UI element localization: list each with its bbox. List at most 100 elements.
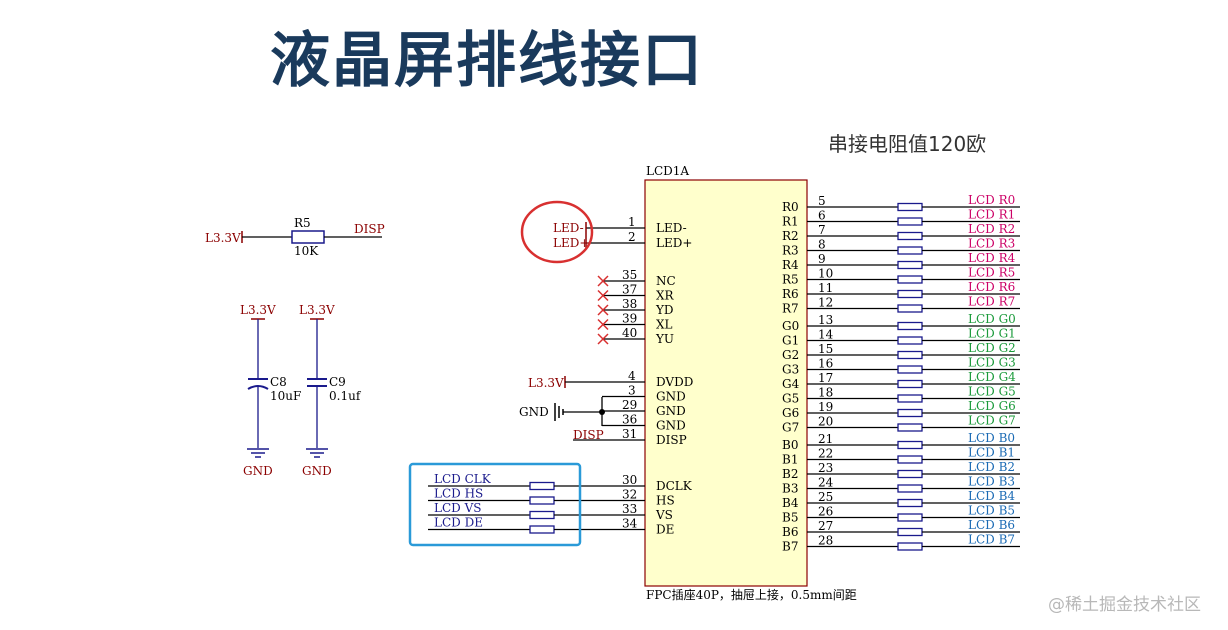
ctrl-series-resistor-vs: [529, 510, 555, 520]
rgb-series-resistor-g0: [897, 321, 923, 331]
nc-pin-number-yu: 40: [622, 326, 637, 340]
c8-ref: C8: [270, 375, 287, 389]
nc-pin-name-xr: XR: [656, 289, 675, 303]
rgb-pin-number-r6: 11: [818, 281, 833, 295]
nc-pin-name-yu: YU: [655, 332, 674, 346]
rgb-series-resistor-r7: [897, 304, 923, 313]
no-connect-mark-xr: [597, 289, 609, 302]
power-pin-number-gnd-29: 29: [622, 398, 637, 412]
rgb-net-label-r3: LCD R3: [968, 237, 1015, 251]
led-pin-name-led: LED+: [656, 236, 692, 250]
c9-gnd-label: GND: [302, 464, 332, 478]
rgb-pin-name-r7: R7: [782, 302, 799, 316]
rgb-pin-number-r0: 5: [818, 194, 826, 208]
rgb-net-label-g3: LCD G3: [968, 356, 1016, 370]
rgb-net-label-r1: LCD R1: [968, 208, 1015, 222]
no-connect-mark-xl: [597, 318, 609, 331]
resistor-note: 串接电阻值120欧: [828, 132, 987, 156]
rgb-net-label-g6: LCD G6: [968, 399, 1016, 413]
rgb-pin-name-r5: R5: [782, 273, 799, 287]
rgb-net-label-g4: LCD G4: [968, 370, 1016, 384]
no-connect-mark-nc: [597, 275, 609, 287]
rgb-net-label-r2: LCD R2: [968, 222, 1015, 236]
rgb-series-resistor-g4: [897, 379, 923, 389]
rgb-pin-number-b0: 21: [818, 432, 833, 446]
no-connect-mark-yu: [597, 333, 609, 345]
rgb-series-resistor-g2: [897, 350, 923, 360]
rgb-pin-number-b4: 25: [818, 490, 833, 504]
rgb-pin-number-g2: 15: [818, 342, 833, 356]
led-net-label-led: LED-: [553, 221, 584, 235]
rgb-series-resistor-r5: [897, 275, 923, 284]
rgb-pin-number-b7: 28: [818, 534, 833, 548]
rgb-pin-name-g0: G0: [782, 319, 799, 333]
rgb-pin-number-g0: 13: [818, 313, 833, 327]
rgb-series-resistor-b7: [897, 542, 923, 551]
rgb-pin-number-b5: 26: [818, 505, 833, 519]
rgb-pin-name-b1: B1: [782, 453, 798, 467]
nc-pin-name-nc: NC: [656, 274, 676, 288]
rgb-pin-number-b3: 24: [818, 476, 834, 490]
rgb-series-resistor-b4: [897, 498, 923, 508]
rgb-pin-name-b5: B5: [782, 511, 798, 525]
power-pin-name-gnd-3: GND: [656, 390, 686, 404]
rgb-series-resistor-g1: [897, 336, 923, 345]
nc-pin-name-xl: XL: [656, 318, 673, 332]
power-vcc-label: L3.3V: [528, 376, 564, 390]
rgb-pin-name-r2: R2: [782, 229, 799, 243]
rgb-series-resistor-r2: [897, 231, 923, 241]
r5-ref: R5: [294, 216, 311, 230]
rgb-net-label-b6: LCD B6: [968, 518, 1015, 532]
control-highlight-box: [408, 462, 582, 547]
nc-pin-number-nc: 35: [622, 268, 637, 282]
ctrl-pin-name-de: DE: [656, 523, 674, 537]
rgb-series-resistor-b6: [897, 527, 923, 537]
rgb-pin-number-r4: 9: [818, 252, 826, 266]
led-net-label-led: LED+: [553, 236, 589, 250]
rgb-series-resistor-b1: [897, 455, 923, 464]
ctrl-series-resistor-hs: [529, 496, 555, 505]
ctrl-pin-number-de: 34: [622, 517, 638, 531]
rgb-net-label-r0: LCD R0: [968, 193, 1015, 207]
rgb-net-label-b7: LCD B7: [968, 533, 1015, 547]
power-pin-number-gnd-36: 36: [622, 413, 637, 427]
rgb-series-resistor-g7: [897, 423, 923, 432]
rgb-pin-name-g5: G5: [782, 392, 799, 406]
rgb-net-label-r5: LCD R5: [968, 266, 1015, 280]
power-pin-number-disp-31: 31: [622, 427, 637, 441]
rgb-series-resistor-r0: [897, 202, 923, 212]
rgb-net-label-b0: LCD B0: [968, 431, 1015, 445]
power-section: L3.3V GND DISP: [519, 376, 605, 442]
led-pin-name-led: LED-: [656, 221, 687, 235]
rgb-pin-name-b6: B6: [782, 525, 798, 539]
rgb-pin-name-g4: G4: [782, 377, 800, 391]
rgb-series-resistor-g3: [897, 365, 923, 374]
c8-capacitor-group: L3.3V C8 10uF GND: [240, 303, 301, 478]
rgb-pin-number-g3: 16: [818, 357, 833, 371]
c9-capacitor-group: L3.3V C9 0.1uf GND: [299, 303, 362, 478]
rgb-net-label-g0: LCD G0: [968, 312, 1016, 326]
nc-pin-name-yd: YD: [655, 303, 674, 317]
c9-top-net: L3.3V: [299, 303, 335, 317]
lcd-connector-body: [644, 179, 808, 587]
power-disp-label: DISP: [573, 428, 604, 442]
c8-gnd-label: GND: [243, 464, 273, 478]
rgb-net-label-g2: LCD G2: [968, 341, 1016, 355]
rgb-pin-name-r3: R3: [782, 244, 799, 258]
rgb-pin-name-g2: G2: [782, 348, 799, 362]
c9-value: 0.1uf: [329, 389, 362, 403]
rgb-pin-name-b2: B2: [782, 467, 798, 481]
rgb-pin-name-g6: G6: [782, 406, 799, 420]
ctrl-series-resistor-dclk: [529, 481, 555, 491]
power-pin-name-gnd-29: GND: [656, 404, 686, 418]
rgb-pin-number-b1: 22: [818, 447, 833, 461]
nc-pin-number-yd: 38: [622, 297, 637, 311]
rgb-series-resistor-b2: [897, 469, 923, 479]
rgb-pin-name-g1: G1: [782, 334, 799, 348]
rgb-series-resistor-r3: [897, 246, 923, 255]
rgb-pin-number-r3: 8: [818, 238, 826, 252]
